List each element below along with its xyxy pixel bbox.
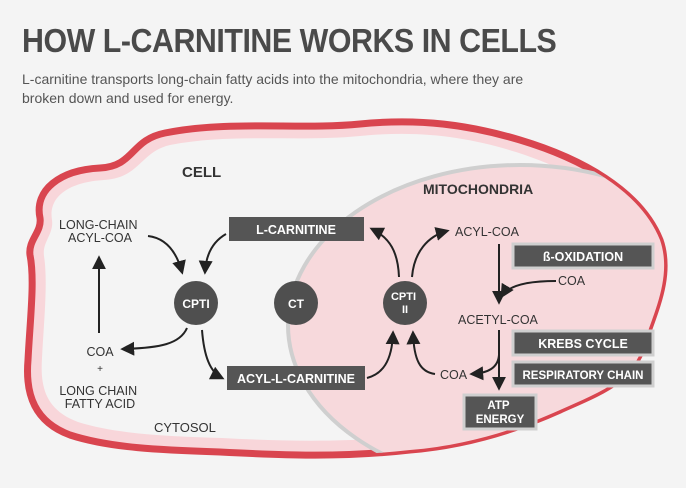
long-chain-acyl-coa-label: LONG-CHAIN ACYL-COA: [59, 218, 141, 245]
cpt2-line1: CPTI: [391, 291, 416, 303]
long-chain-fatty-acid-label: LONG CHAIN FATTY ACID: [59, 384, 140, 411]
cytosol-label: CYTOSOL: [154, 420, 216, 435]
atp-energy-text: ATP ENERGY: [476, 400, 525, 426]
acyl-l-carnitine-text: ACYL-L-CARNITINE: [237, 372, 355, 386]
arrow-krebs-coa: [469, 354, 500, 381]
atp-energy-box: [462, 393, 538, 431]
arrow-cpt1-to-coa: [120, 327, 188, 356]
cpt1-circle: [174, 281, 218, 325]
arrow-acyl-l-carnitine-to-cpt2: [366, 330, 400, 379]
krebs-cycle-text: KREBS CYCLE: [538, 337, 628, 351]
acyl-coa-label: ACYL-COA: [455, 225, 520, 239]
long-chain-fatty-acid-line2: FATTY ACID: [65, 397, 135, 411]
cpt1-text: CPTI: [182, 297, 209, 311]
beta-oxidation-text: ß-OXIDATION: [543, 250, 623, 264]
acyl-l-carnitine-box: [227, 366, 365, 390]
cpt2-text: CPTI II: [391, 291, 419, 316]
long-chain-acyl-coa-line2: ACYL-COA: [68, 231, 133, 245]
atp-line: ATP: [487, 400, 509, 412]
cpt2-circle: [383, 281, 427, 325]
arrow-acylcoa-to-cpt1: [147, 235, 186, 275]
arrow-beta-coa: [500, 280, 557, 299]
ct-circle: [274, 281, 318, 325]
respiratory-chain-text: RESPIRATORY CHAIN: [523, 370, 644, 382]
respiratory-chain-box: [511, 360, 655, 388]
long-chain-acyl-coa-line1: LONG-CHAIN: [59, 218, 137, 232]
arrow-cpt1-to-acyl-l-carnitine: [201, 329, 225, 380]
l-carnitine-text: L-CARNITINE: [256, 223, 336, 237]
cell-label: CELL: [182, 164, 221, 181]
l-carnitine-box: [229, 217, 364, 241]
coa-left-label: COA: [86, 345, 114, 359]
cpt2-line2: II: [402, 304, 408, 316]
energy-line: ENERGY: [476, 414, 525, 426]
krebs-cycle-box: [511, 329, 655, 357]
coa-right-label: COA: [440, 368, 468, 382]
page-title: HOW L-CARNITINE WORKS IN CELLS: [22, 22, 557, 59]
mitochondria-label: MITOCHONDRIA: [423, 181, 533, 197]
beta-oxidation-box: [511, 242, 655, 270]
page-subtitle: L-carnitine transports long-chain fatty …: [22, 71, 524, 106]
acetyl-coa-label: ACETYL-COA: [458, 313, 539, 327]
arrow-lcarnitine-to-cpt1: [198, 233, 227, 275]
arrow-cpt2-to-acyl-coa: [411, 227, 450, 278]
long-chain-fatty-acid-line1: LONG CHAIN: [59, 384, 137, 398]
ct-text: CT: [288, 297, 305, 311]
plus-sign: +: [97, 364, 103, 375]
arrow-cpt2-to-l-carnitine: [369, 227, 400, 278]
coa-beta-label: COA: [558, 274, 586, 288]
arrow-coa-to-cpt2: [406, 330, 436, 375]
